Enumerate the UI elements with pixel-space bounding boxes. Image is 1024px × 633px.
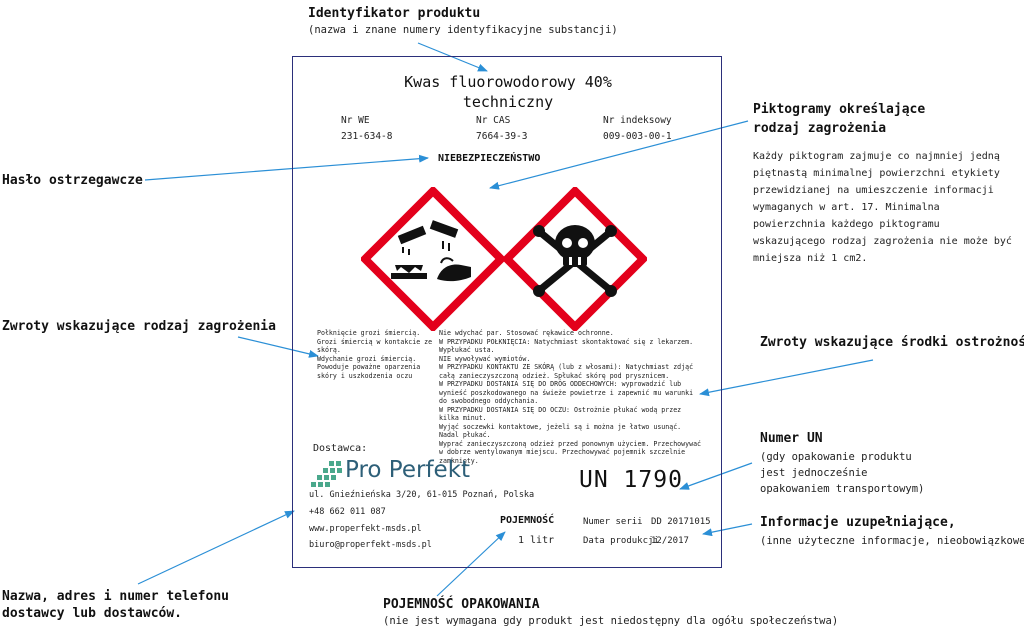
supplier-address: ul. Gnieźnieńska 3/20, 61-015 Poznań, Po… — [309, 490, 535, 500]
annotation-capacity-title: POJEMNOŚĆ OPAKOWANIA — [383, 597, 540, 612]
signal-word: NIEBEZPIECZEŃSTWO — [438, 153, 541, 164]
arrow-additional — [702, 523, 753, 537]
pro-perfekt-logo-icon — [311, 461, 342, 487]
arrow-capacity — [436, 531, 506, 597]
annotation-un-sub1: (gdy opakowanie produktu — [760, 451, 912, 463]
annotation-supplier-line2: dostawcy lub dostawców. — [2, 606, 183, 621]
skull-crossbones-pictogram-icon — [503, 187, 647, 331]
production-date-value: 12/2017 — [651, 536, 689, 546]
capacity-value: 1 litr — [518, 535, 555, 546]
arrow-pictograms — [489, 120, 749, 190]
annotation-pictograms-title-2: rodzaj zagrożenia — [753, 121, 887, 136]
annotation-pictograms-title-1: Piktogramy określające — [753, 102, 926, 117]
annotation-identifier-subtitle: (nazwa i znane numery identyfikacyjne su… — [308, 24, 618, 36]
product-name-line2: techniczny — [462, 93, 554, 111]
hazard-label: Kwas fluorowodorowy 40% techniczny Nr WE… — [292, 56, 722, 568]
annotation-supplier-line1: Nazwa, adres i numer telefonu — [2, 589, 229, 604]
precautionary-statements: Nie wdychać par. Stosować rękawice ochro… — [439, 329, 702, 465]
production-date-label: Data produkcji — [583, 536, 659, 546]
product-name-line1: Kwas fluorowodorowy 40% — [404, 73, 612, 91]
id-cas-label: Nr CAS — [476, 115, 511, 126]
annotation-precaution-phrases: Zwroty wskazujące środki ostrożności — [760, 335, 1024, 350]
supplier-email: biuro@properfekt-msds.pl — [309, 540, 432, 550]
supplier-phone: +48 662 011 087 — [309, 507, 386, 517]
annotation-signal-word: Hasło ostrzegawcze — [2, 173, 143, 188]
annotation-additional-title: Informacje uzupełniające, — [760, 515, 956, 530]
annotation-un-sub3: opakowaniem transportowym) — [760, 483, 925, 495]
id-we-value: 231-634-8 — [341, 131, 393, 142]
arrow-hazard — [237, 336, 319, 358]
corrosion-pictogram-icon — [361, 187, 505, 331]
annotation-un-sub2: jest jednocześnie — [760, 467, 868, 479]
un-number: UN 1790 — [579, 467, 683, 493]
id-we-label: Nr WE — [341, 115, 370, 126]
supplier-label: Dostawca: — [313, 443, 368, 454]
id-cas-value: 7664-39-3 — [476, 131, 528, 142]
hazard-statements: Połknięcie grozi śmiercią. Grozi śmierci… — [317, 329, 433, 380]
annotation-identifier-title: Identyfikator produktu — [308, 6, 481, 21]
annotation-additional-subtitle: (inne użyteczne informacje, nieobowiązko… — [760, 535, 1024, 547]
annotation-hazard-phrases: Zwroty wskazujące rodzaj zagrożenia — [2, 319, 276, 334]
annotation-un-title: Numer UN — [760, 431, 823, 446]
id-index-label: Nr indeksowy — [603, 115, 672, 126]
arrow-identifier — [417, 42, 488, 72]
arrow-un — [679, 462, 753, 490]
brand-name: Pro Perfekt — [345, 457, 471, 483]
arrow-precaution — [699, 359, 874, 397]
capacity-label: POJEMNOŚĆ — [500, 515, 555, 526]
annotation-capacity-subtitle: (nie jest wymagana gdy produkt jest nied… — [383, 615, 839, 627]
batch-label: Numer serii — [583, 517, 643, 527]
supplier-website: www.properfekt-msds.pl — [309, 524, 422, 534]
id-index-value: 009-003-00-1 — [603, 131, 672, 142]
arrow-supplier — [137, 510, 295, 585]
arrow-signal-word — [144, 154, 429, 181]
batch-value: DD 20171015 — [651, 517, 711, 527]
annotation-pictograms-body: Każdy piktogram zajmuje co najmniej jedn… — [753, 151, 1012, 264]
